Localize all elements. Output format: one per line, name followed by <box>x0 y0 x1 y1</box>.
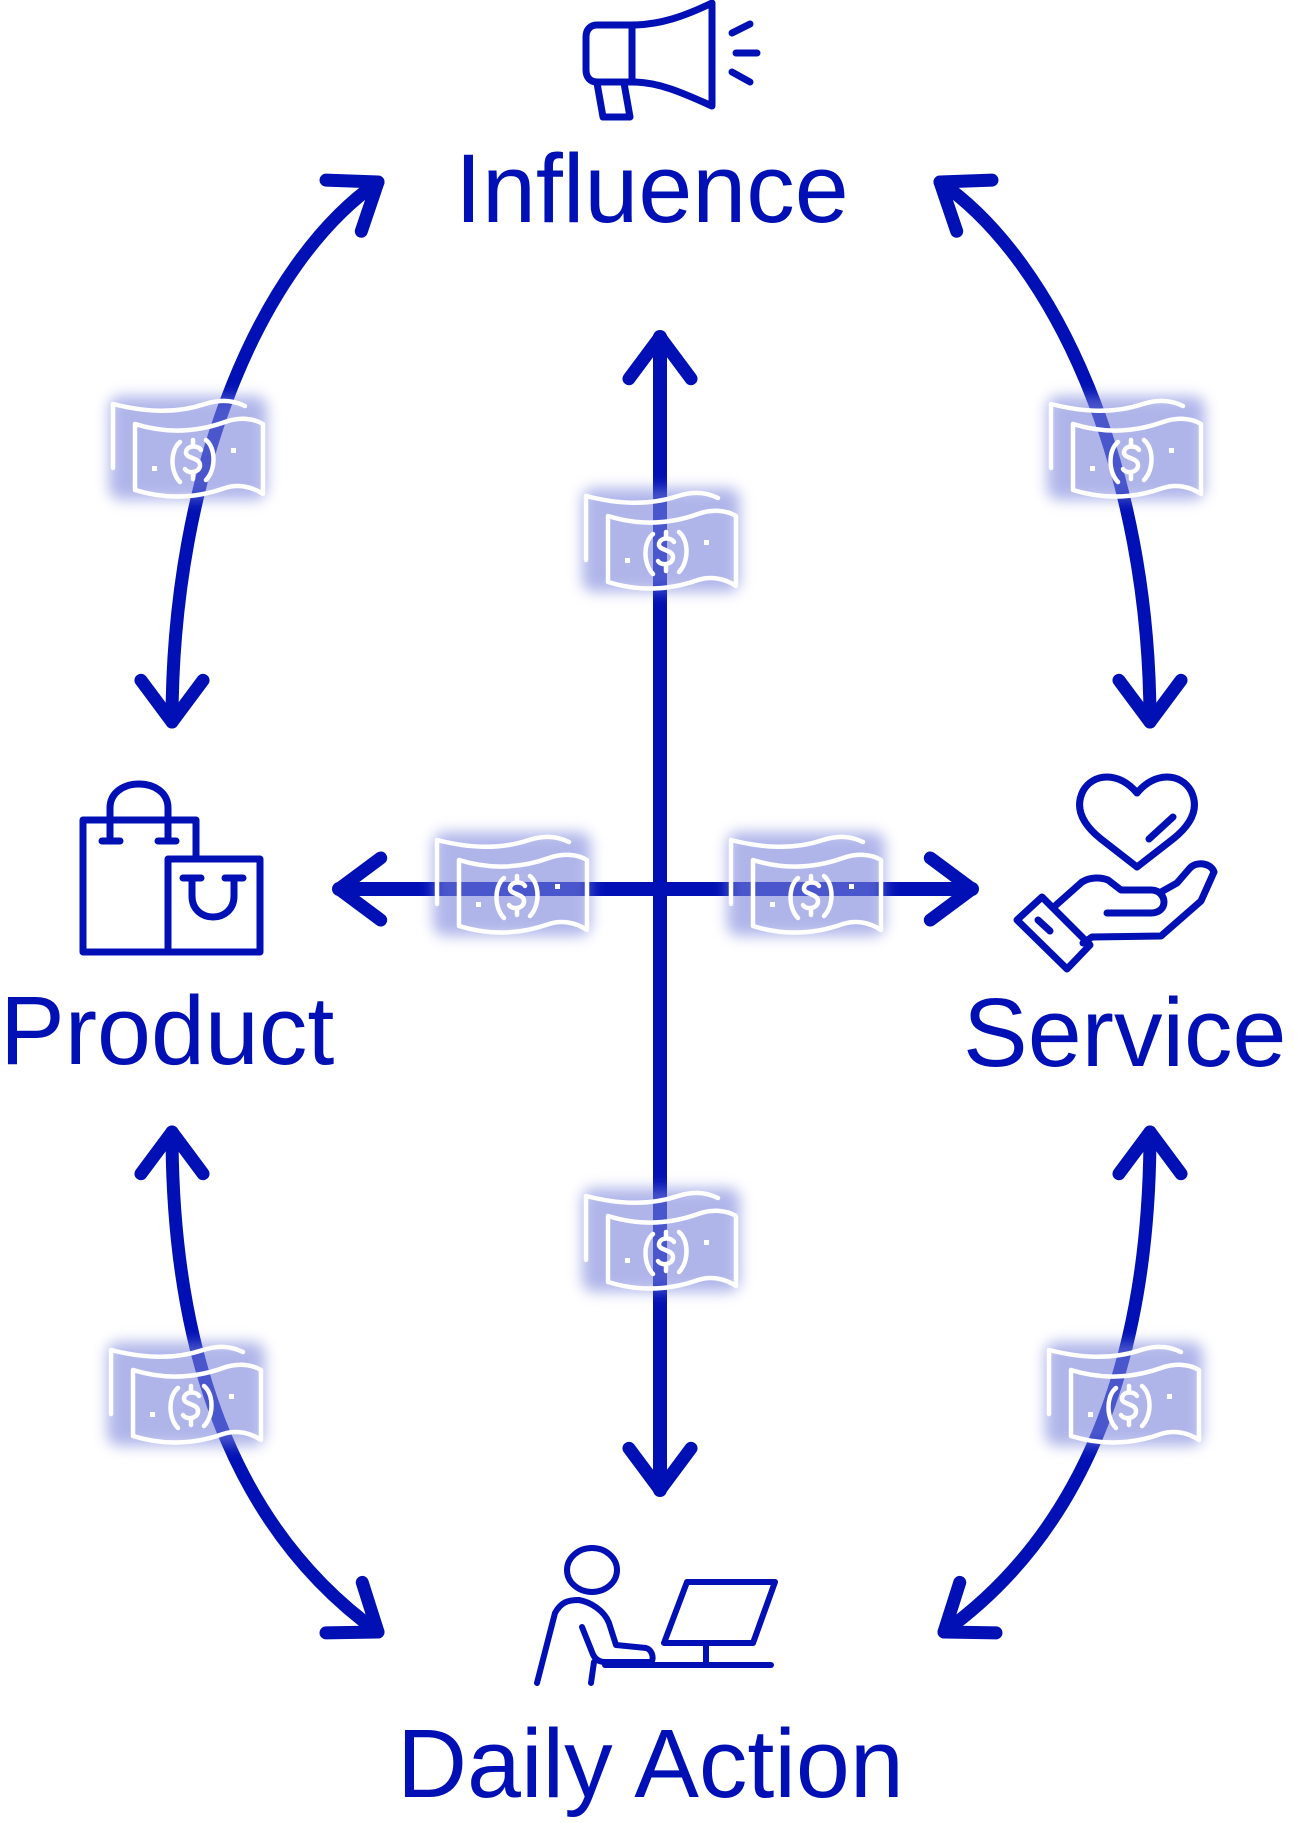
money-bill-dollar-icon <box>1045 1342 1203 1446</box>
money-bill-dollar-icon <box>433 832 591 936</box>
arrowhead-icon <box>319 173 385 238</box>
arrowhead-icon <box>1112 1125 1188 1181</box>
node-label-daily-action: Daily Action <box>397 1709 904 1818</box>
arrow-shaft <box>165 175 385 729</box>
megaphone-icon <box>582 0 761 121</box>
arrowhead-icon <box>332 851 388 927</box>
arrowhead-icon <box>1112 673 1188 729</box>
arrowhead-icon <box>622 1441 698 1497</box>
arrow-shaft <box>933 175 1157 729</box>
money-bill-dollar-icon <box>582 488 740 592</box>
money-bill-dollar-icon <box>107 1342 265 1446</box>
arrow-product-influence <box>134 173 385 729</box>
node-label-product: Product <box>0 976 335 1085</box>
node-label-service: Service <box>963 978 1287 1087</box>
arrowhead-icon <box>933 173 999 238</box>
connector-layer <box>134 173 1188 1640</box>
arrowhead-icon <box>937 1575 1003 1640</box>
heart-in-hand-icon <box>1013 773 1218 973</box>
person-at-computer-icon <box>534 1545 778 1686</box>
arrowhead-icon <box>622 330 698 386</box>
arrowhead-icon <box>923 851 979 927</box>
money-bill-dollar-icon <box>1047 396 1205 500</box>
arrowhead-icon <box>134 1125 210 1181</box>
money-bill-dollar-icon <box>727 832 885 936</box>
money-bill-dollar-icon <box>109 396 267 500</box>
arrow-influence-service <box>933 173 1188 729</box>
node-label-influence: Influence <box>455 134 849 243</box>
arrowhead-icon <box>134 673 210 729</box>
money-bill-dollar-icon <box>582 1188 740 1292</box>
arrowhead-icon <box>319 1575 385 1640</box>
shopping-bags-icon <box>79 780 264 956</box>
